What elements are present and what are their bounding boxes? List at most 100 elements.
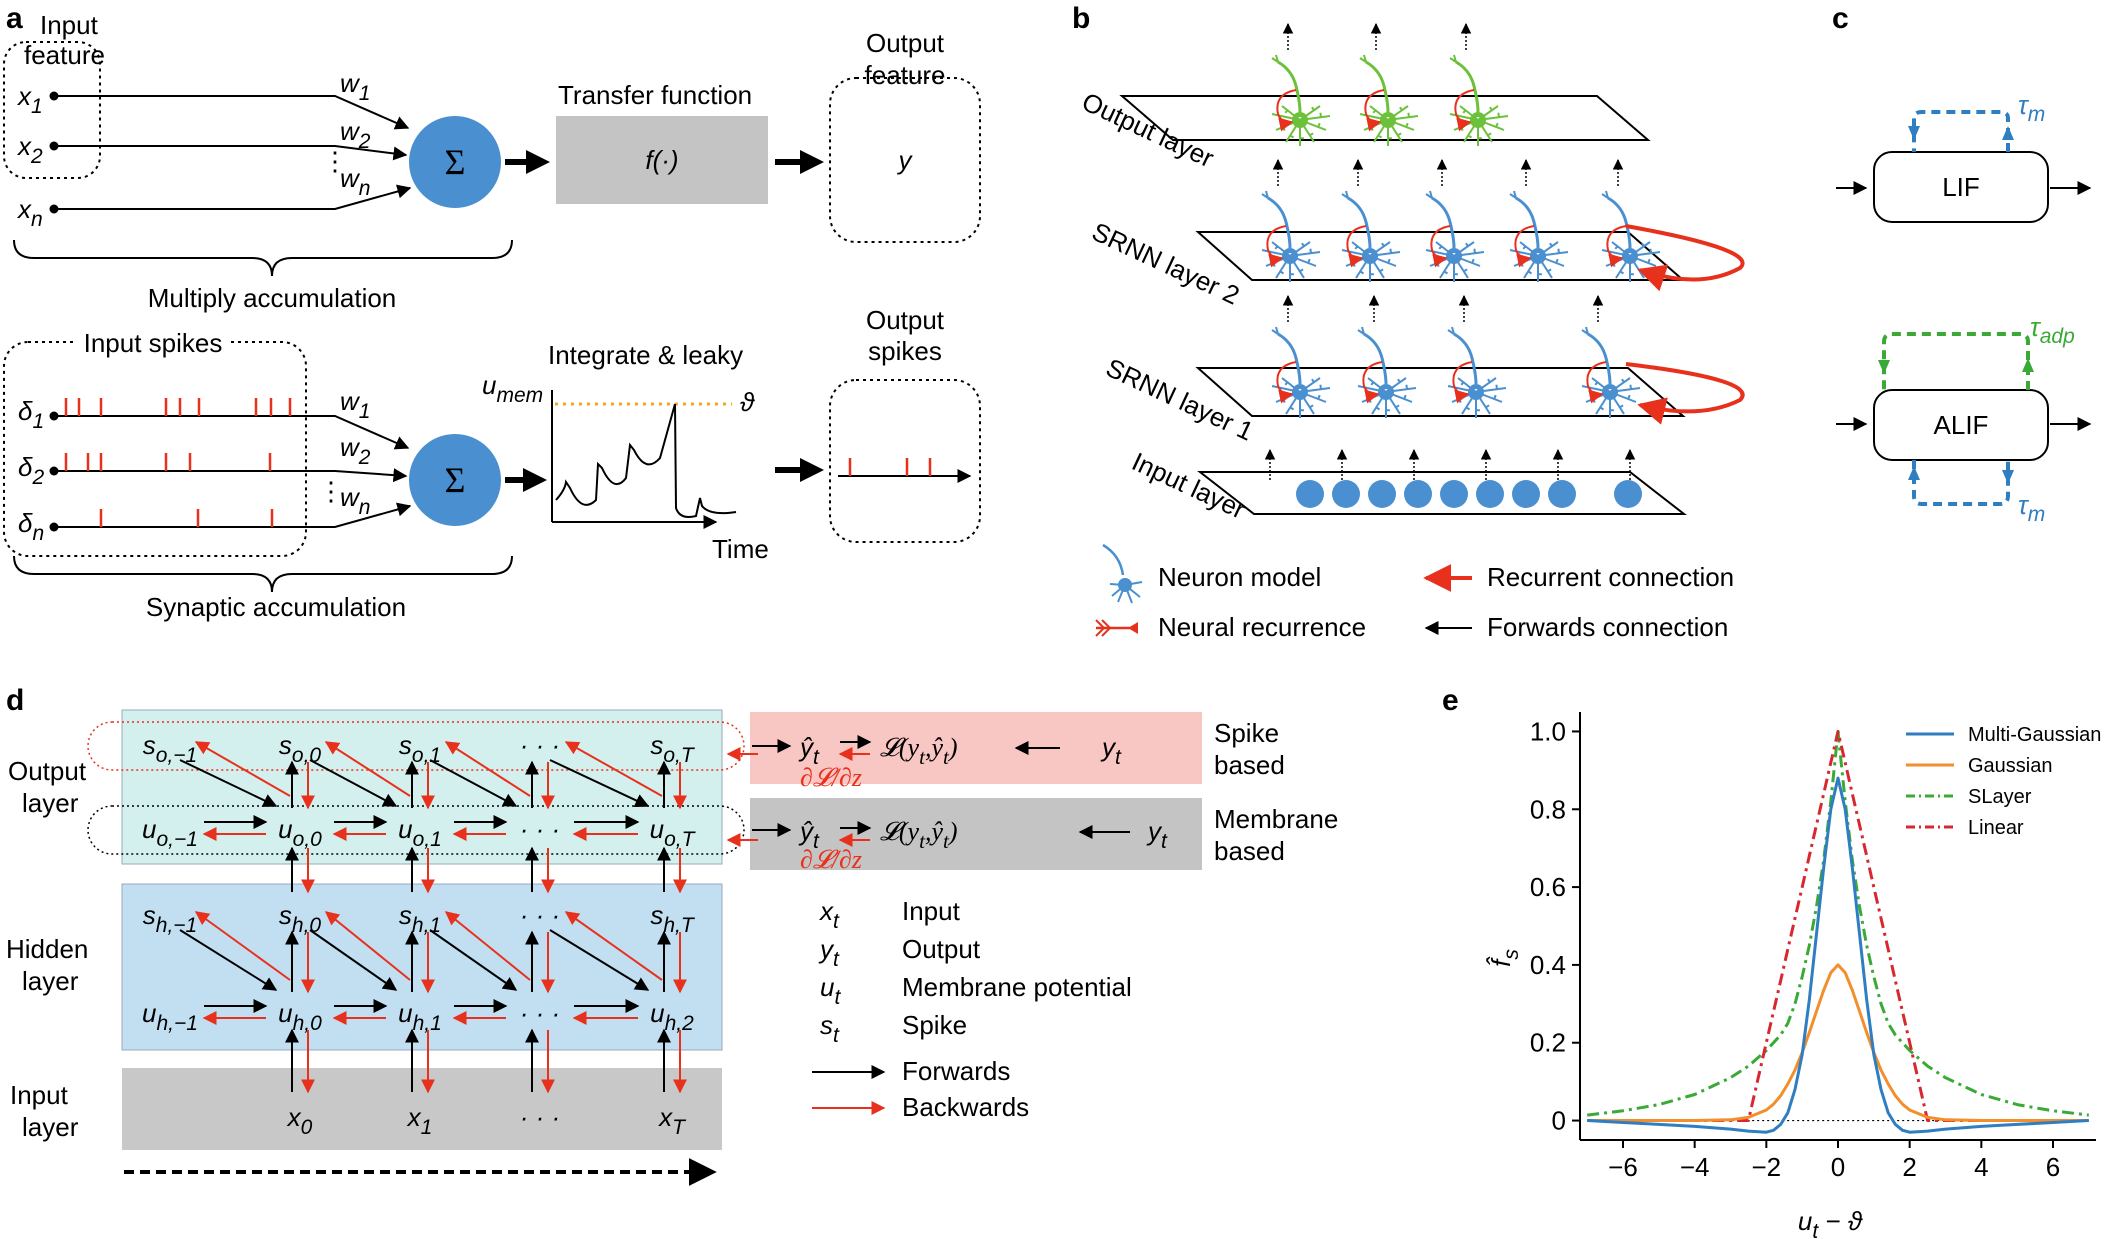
node-x-3: xT [657,1102,687,1139]
forward-arrow [179,759,278,807]
forward-arrow [549,759,650,807]
x-tick-label: 2 [1902,1152,1916,1182]
srnn2-neuron-2 [1425,158,1485,282]
svg-text:xt: xt [818,896,840,933]
node-u-o-3: · · · [520,814,560,844]
lif-box [1873,151,2049,223]
spike-input-2: δ2 [18,452,44,489]
membrane-based-1: Membrane [1214,804,1338,834]
backward-arrow [324,741,411,797]
node-u-h-4: uh,2 [650,998,694,1035]
svg-text:x2: x2 [16,131,43,168]
legend-entry: Gaussian [1968,755,2053,777]
legend-neuron-model: Neuron model [1158,562,1321,592]
input-spikes-box [3,341,307,557]
legend-neural-recurrence: Neural recurrence [1158,612,1366,642]
umem-label: umem [482,370,543,407]
legend-entry: Linear [1968,817,2024,839]
output-layer-region [121,709,723,865]
srnn1-neuron-0 [1271,294,1331,418]
output-spike-marks [848,458,932,476]
node-x-2: · · · [520,1102,560,1132]
alif-adp-arrow-down [1878,360,1890,374]
sum-node-top [409,116,501,208]
alif-box [1873,389,2049,461]
srnn2-neuron-3 [1509,158,1569,282]
node-u-o-4: uo,T [650,814,697,851]
svg-text:x1: x1 [16,81,43,118]
d-output-layer-2: layer [22,788,79,818]
input-neuron-circles [1296,480,1642,508]
legend-output: Output [902,934,981,964]
transfer-box [556,116,768,204]
panel-d-label: d [6,684,24,717]
node-u-h-3: · · · [520,998,560,1028]
node-s-h-1: sh,0 [279,900,322,937]
spike-weight-dots: ⋮ [318,476,344,506]
e-ylabel: f̂s [1486,949,1523,967]
membrane-trace [555,403,737,518]
y-tick-label: 0 [1552,1106,1566,1136]
output-spikes-title-2: spikes [868,336,942,366]
svg-text:xn: xn [16,194,43,231]
transfer-fn: f(·) [645,145,678,175]
membrane-based-loss-box [750,798,1202,870]
weight-dots-top: ⋮ [322,146,348,176]
input-feature-title-2: feature [24,40,105,70]
panel-e-label: e [1442,684,1459,717]
recurrent-arrow-layer2 [1625,224,1745,292]
legend-recurrent-connection: Recurrent connection [1487,562,1734,592]
lif-tau-loop [1912,110,2010,152]
membrane-based-2: based [1214,836,1285,866]
legend-forwards: Forwards [902,1056,1010,1086]
alif-loop-arrow-up [1908,466,1920,480]
spike-line-2 [54,468,408,483]
y-tick-label: 1.0 [1530,716,1566,746]
node-u-o-1: uo,0 [278,814,322,851]
plane-output [1119,95,1651,141]
sum-node-bottom [409,434,501,526]
x-tick-label: −2 [1752,1152,1782,1182]
weight-w1: w1 [340,68,370,105]
neuron-model-icon [1102,543,1143,604]
multiply-accumulation-label: Multiply accumulation [148,283,397,313]
node-s-o-4: so,T [650,730,696,767]
input-x1: x1 [16,81,59,118]
node-s-h-4: sh,T [650,900,696,937]
spike-train-marks [64,398,292,527]
x-tick-label: 0 [1831,1152,1845,1182]
input-spikes-title-bg [76,330,230,356]
legend-spike: Spike [902,1010,967,1040]
lif-loop-arrow-down [1908,126,1920,140]
membrane-loss-row: ŷt 𝓛(yt,ŷt) yt ∂𝓛/∂z [726,816,1168,874]
svg-text:ŷt: ŷt [798,816,820,853]
grad-membrane: ∂𝓛/∂z [800,845,862,874]
synaptic-accumulation-label: Synaptic accumulation [146,592,406,622]
series-linear [1587,730,2089,1122]
backward-arrow [194,911,291,981]
output-feature-title-1: Output [866,28,945,58]
node-s-h-0: sh,−1 [143,900,197,937]
svg-text:𝓛(yt,ŷt): 𝓛(yt,ŷt) [880,733,958,769]
forward-arrow [549,929,650,991]
e-xlabel: ut − ϑ [1798,1206,1863,1239]
node-u-h-2: uh,1 [398,998,442,1035]
d-hidden-layer-2: layer [22,966,79,996]
forward-arrow [309,759,398,807]
svg-text:ŷt: ŷt [798,732,820,769]
x-tick-label: 4 [1974,1152,1988,1182]
node-x-0: x0 [286,1102,313,1139]
forward-arrow [429,759,518,807]
spike-input-1: δ1 [18,396,44,433]
srnn2-neuron-1 [1341,158,1401,282]
backward-arrow [444,911,531,981]
forward-arrow [309,929,398,991]
weight-line-2 [54,145,408,161]
forward-arrow [429,929,518,991]
legend-entry: SLayer [1968,786,2032,808]
y-tick-label: 0.4 [1530,950,1566,980]
svg-text:yt: yt [1146,816,1168,853]
